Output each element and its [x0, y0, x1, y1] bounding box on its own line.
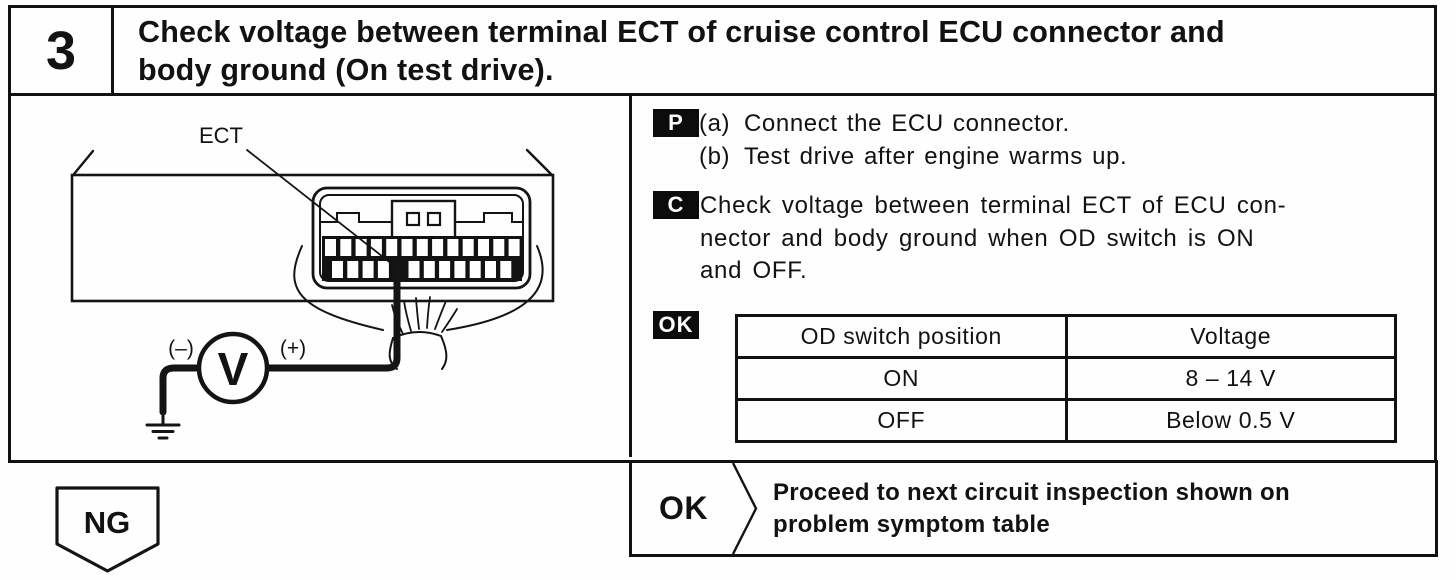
ng-result-marker: NG [54, 485, 162, 575]
plus-terminal-label: (+) [280, 337, 306, 360]
ng-label: NG [84, 505, 131, 540]
voltmeter: V [196, 331, 270, 405]
ok-result-action: OK Proceed to next circuit inspection sh… [629, 460, 1438, 557]
step-text: Connect the ECU connector. [744, 110, 1070, 137]
step-marker: (b) [699, 143, 731, 170]
step-marker: (a) [699, 110, 731, 137]
od-position-value: OFF [735, 398, 1068, 443]
check-line-2: nector and body ground when OD switch is… [700, 224, 1255, 252]
ground-symbol [145, 410, 181, 440]
step-text: Test drive after engine warms up. [744, 143, 1128, 170]
check-badge: C [653, 191, 699, 219]
ok-action-text: Proceed to next circuit inspection shown… [773, 477, 1290, 541]
voltage-spec-table: OD switch position Voltage ON 8 – 14 V O… [735, 314, 1397, 443]
minus-terminal-label: (–) [168, 337, 194, 360]
step-title-cell: Check voltage between terminal ECT of cr… [114, 8, 1239, 93]
step-number: 3 [45, 20, 77, 81]
instruction-panel: P (a) Connect the ECU connector. (b) Tes… [632, 96, 1434, 457]
step-title-line-1: Check voltage between terminal ECT of cr… [138, 15, 1225, 49]
table-header-row: OD switch position Voltage [735, 314, 1397, 359]
positive-probe-wire [264, 260, 401, 372]
voltmeter-letter: V [218, 343, 249, 395]
step-title-line-2: body ground (On test drive). [138, 53, 554, 87]
od-position-value: ON [735, 356, 1068, 401]
ok-spec-badge: OK [653, 311, 699, 339]
check-line-1: Check voltage between terminal ECT of EC… [700, 192, 1287, 219]
voltage-value: Below 0.5 V [1064, 398, 1397, 443]
ecu-connector-voltmeter-diagram: ECT [70, 123, 555, 440]
step-header: 3 Check voltage between terminal ECT of … [8, 5, 1437, 96]
harness-strands [391, 296, 458, 335]
step-number-cell: 3 [11, 8, 114, 93]
chevron-right-icon [731, 463, 758, 554]
ect-leader-line [246, 149, 393, 265]
ect-terminal-label: ECT [199, 123, 243, 148]
ok-action-line-2: problem symptom table [773, 510, 1051, 538]
step-body: ECT [8, 96, 1437, 463]
ecu-connector [311, 186, 532, 290]
ecu-box-outline [70, 148, 555, 303]
table-row: ON 8 – 14 V [735, 356, 1397, 401]
col-header-od-switch: OD switch position [735, 314, 1068, 359]
col-header-voltage: Voltage [1064, 314, 1397, 359]
ok-action-line-1: Proceed to next circuit inspection shown… [773, 478, 1290, 506]
table-row: OFF Below 0.5 V [735, 398, 1397, 443]
terminal-slots [325, 239, 520, 278]
prepare-step-a: (a) Connect the ECU connector. [699, 107, 1127, 140]
check-line-3: and OFF. [700, 257, 808, 284]
diagram-panel: ECT [11, 96, 632, 457]
prepare-steps: (a) Connect the ECU connector. (b) Test … [699, 107, 1127, 173]
negative-probe-wire [159, 364, 203, 416]
ng-pentagon-shape [55, 486, 160, 573]
prepare-badge: P [653, 109, 699, 137]
prepare-step-b: (b) Test drive after engine warms up. [699, 140, 1127, 173]
check-instruction: Check voltage between terminal ECT of EC… [700, 190, 1370, 288]
voltage-value: 8 – 14 V [1064, 356, 1397, 401]
ok-label: OK [659, 490, 708, 526]
